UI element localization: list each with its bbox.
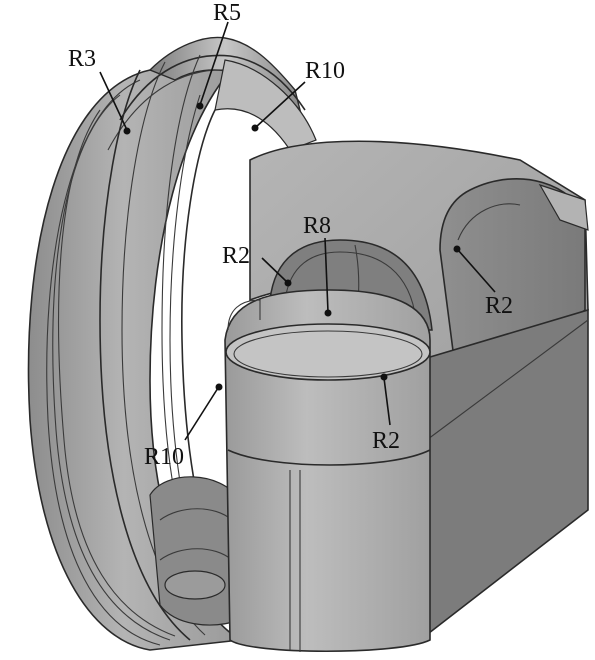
leader-lines xyxy=(99,21,496,441)
label-r2-left: R2 xyxy=(222,243,250,269)
front-boss xyxy=(224,289,431,652)
callout-labels: R5 R3 R10 R8 R2 R2 R10 R2 xyxy=(68,0,513,470)
label-r5-top: R5 xyxy=(213,0,241,26)
lower-block xyxy=(419,308,589,642)
label-r8-center: R8 xyxy=(303,213,331,239)
label-r10-bottom: R10 xyxy=(144,444,184,470)
label-r2-right: R2 xyxy=(485,293,513,319)
lower-recess xyxy=(149,476,241,626)
label-r3-top: R3 xyxy=(68,46,96,72)
label-r2-bottom: R2 xyxy=(372,428,400,454)
inner-ring xyxy=(169,59,317,611)
label-r10-top: R10 xyxy=(305,58,345,84)
flange-body xyxy=(27,58,243,651)
